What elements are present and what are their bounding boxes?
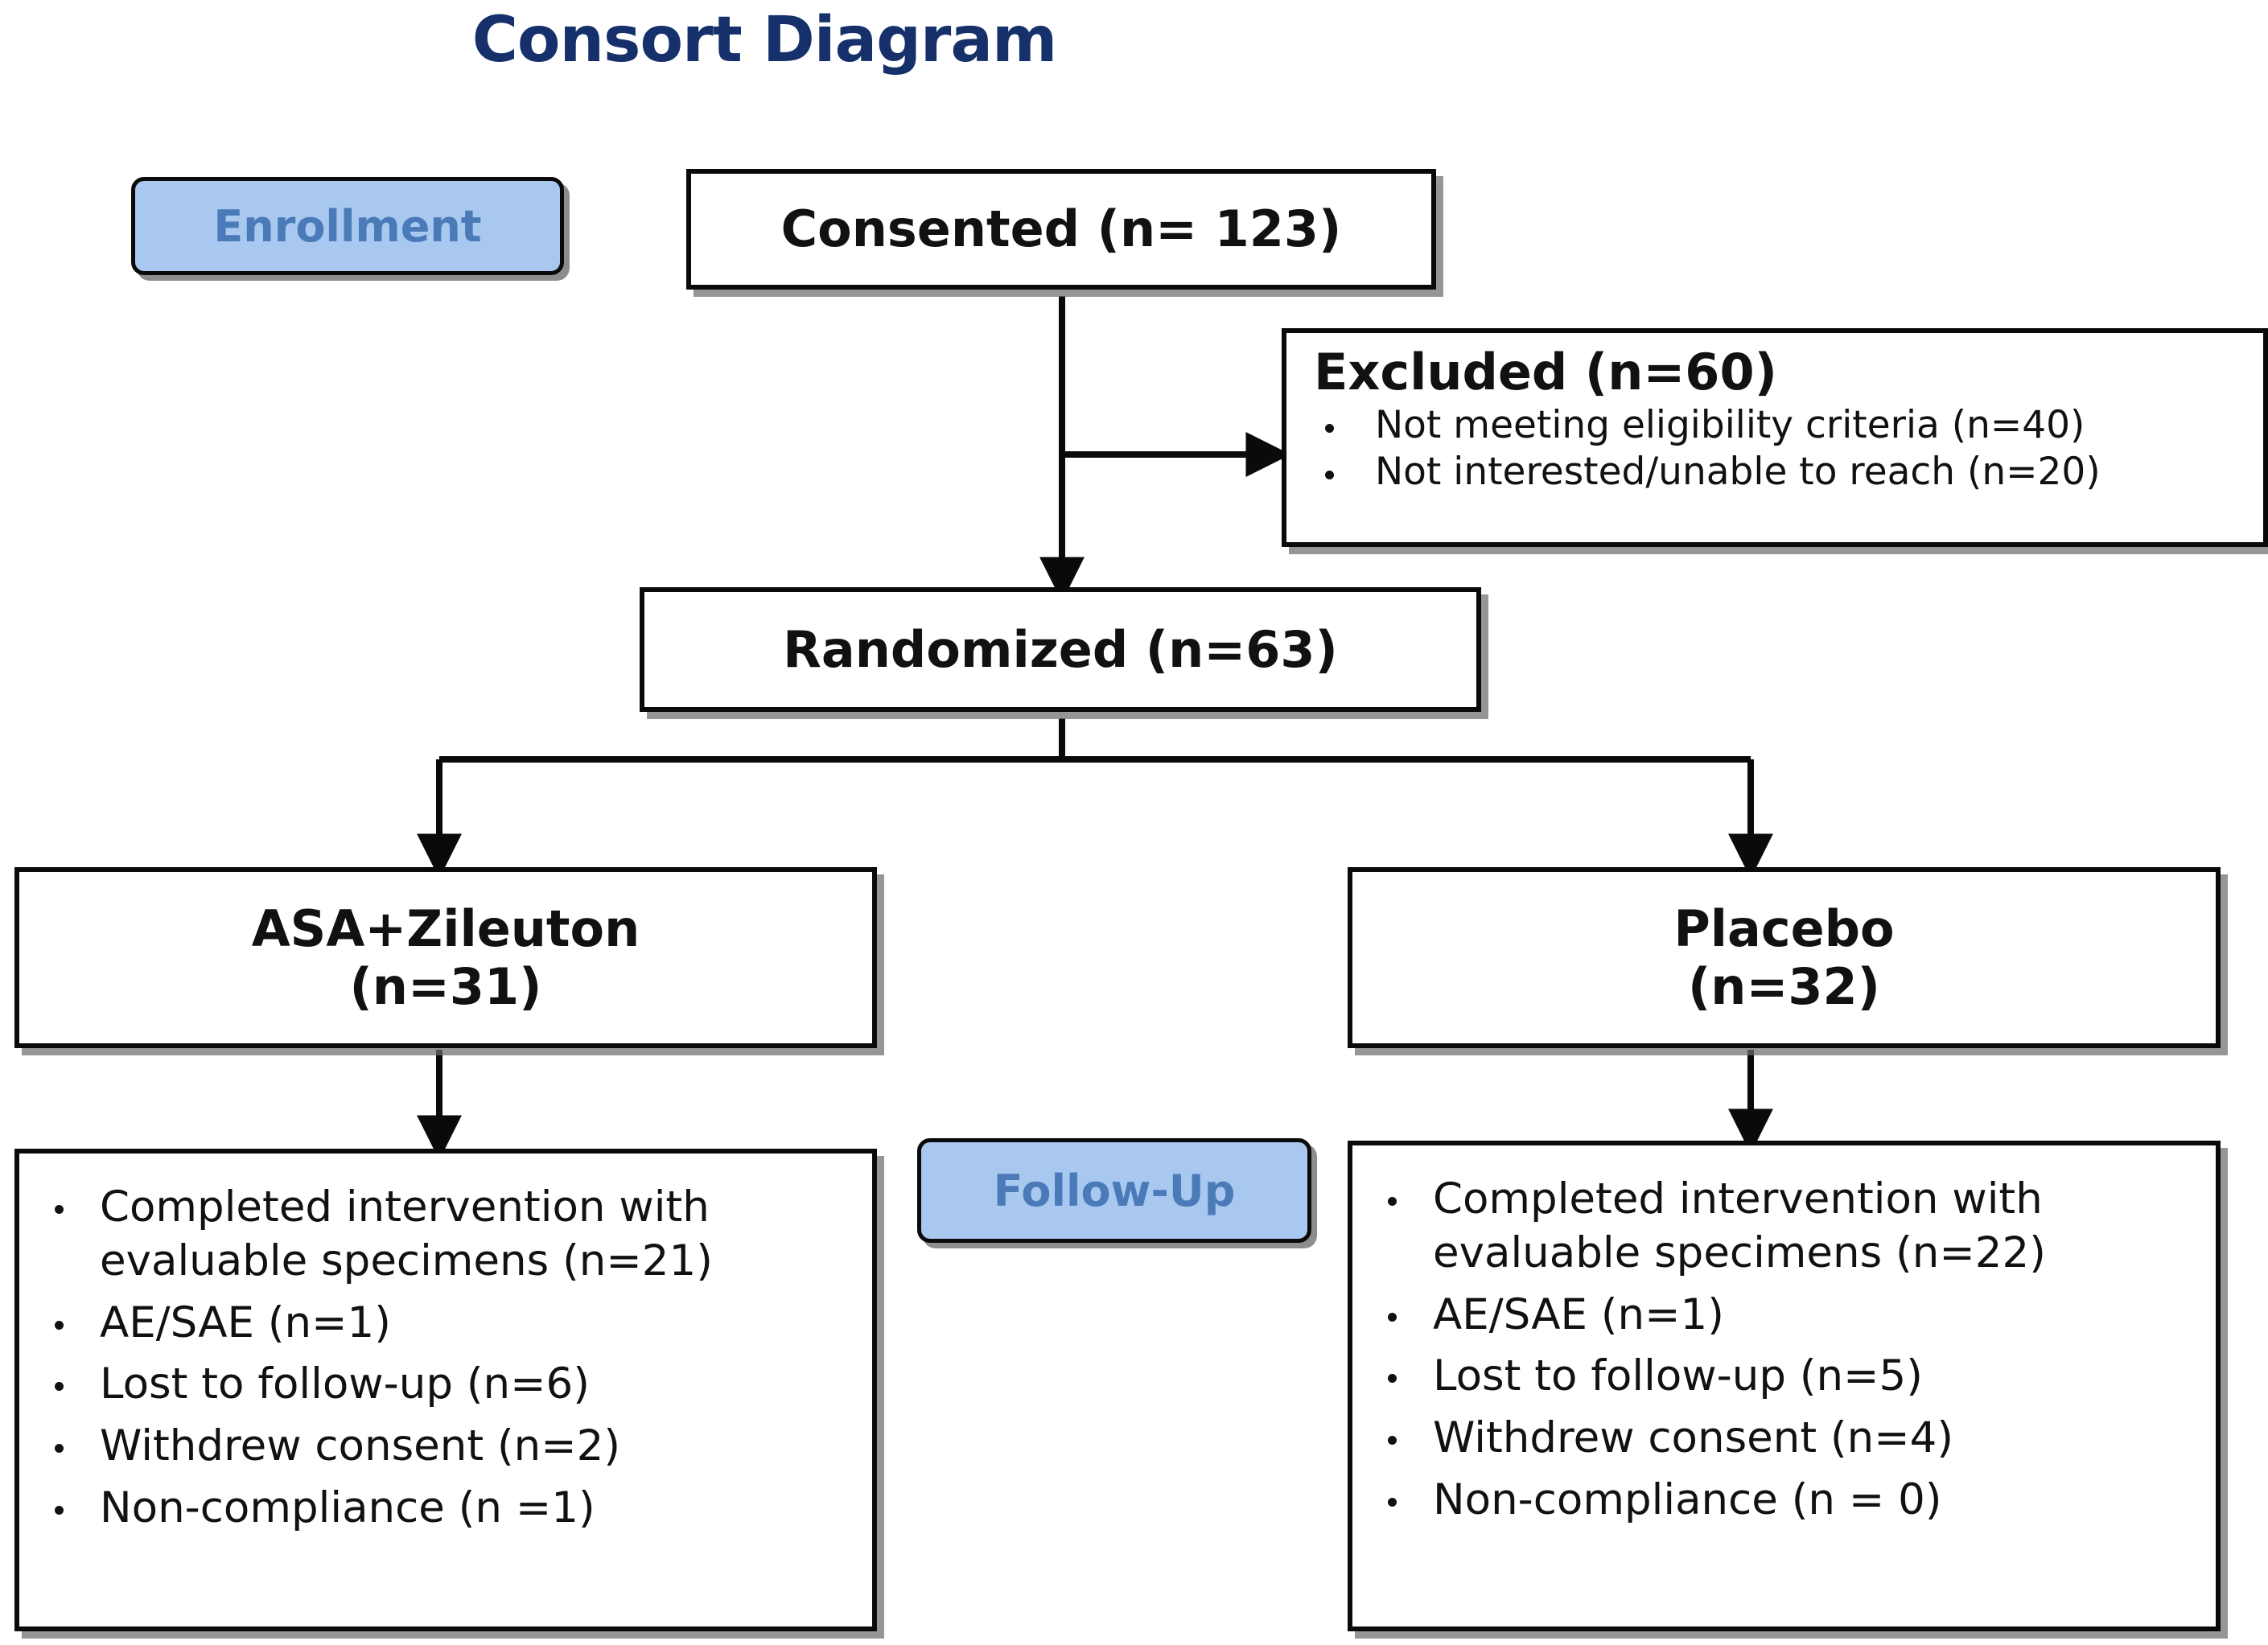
list-item: Completed intervention with evaluable sp… xyxy=(19,1181,854,1289)
list-item: Withdrew consent (n=4) xyxy=(1352,1412,2198,1466)
node-followup-placebo-list: Completed intervention with evaluable sp… xyxy=(1352,1145,2216,1528)
node-excluded-list: Not meeting eligibility criteria (n=40) … xyxy=(1286,403,2263,494)
node-arm-asa-zileuton[interactable]: ASA+Zileuton (n=31) xyxy=(14,867,877,1048)
list-item: Lost to follow-up (n=5) xyxy=(1352,1350,2198,1404)
stage-badge-follow-up[interactable]: Follow-Up xyxy=(917,1138,1311,1243)
node-randomized-label: Randomized (n=63) xyxy=(783,619,1338,679)
node-followup-placebo[interactable]: Completed intervention with evaluable sp… xyxy=(1348,1141,2221,1631)
page-title: Consort Diagram xyxy=(471,4,1058,76)
list-item: Withdrew consent (n=2) xyxy=(19,1420,854,1474)
node-followup-asa-zileuton-list: Completed intervention with evaluable sp… xyxy=(19,1154,872,1536)
list-item: Not interested/unable to reach (n=20) xyxy=(1286,450,2263,494)
node-randomized[interactable]: Randomized (n=63) xyxy=(640,587,1481,712)
node-arm-placebo-name: Placebo xyxy=(1673,899,1895,959)
stage-badge-follow-up-label: Follow-Up xyxy=(993,1165,1236,1216)
list-item: Non-compliance (n = 0) xyxy=(1352,1474,2198,1528)
list-item: Not meeting eligibility criteria (n=40) xyxy=(1286,403,2263,447)
list-item: Completed intervention with evaluable sp… xyxy=(1352,1173,2198,1281)
list-item: Lost to follow-up (n=6) xyxy=(19,1358,854,1412)
node-consented-label: Consented (n= 123) xyxy=(780,199,1342,259)
node-arm-placebo[interactable]: Placebo (n=32) xyxy=(1348,867,2221,1048)
list-item: AE/SAE (n=1) xyxy=(19,1297,854,1351)
list-item: Non-compliance (n =1) xyxy=(19,1482,854,1536)
node-excluded[interactable]: Excluded (n=60) Not meeting eligibility … xyxy=(1282,328,2268,547)
list-item: AE/SAE (n=1) xyxy=(1352,1289,2198,1343)
node-consented[interactable]: Consented (n= 123) xyxy=(686,169,1436,290)
stage-badge-enrollment[interactable]: Enrollment xyxy=(131,177,564,275)
stage-badge-enrollment-label: Enrollment xyxy=(213,200,482,252)
node-arm-placebo-count: (n=32) xyxy=(1687,956,1881,1016)
node-arm-asa-zileuton-name: ASA+Zileuton xyxy=(251,899,640,959)
node-arm-asa-zileuton-count: (n=31) xyxy=(349,956,542,1016)
node-excluded-header: Excluded (n=60) xyxy=(1314,343,1777,401)
node-followup-asa-zileuton[interactable]: Completed intervention with evaluable sp… xyxy=(14,1149,877,1631)
